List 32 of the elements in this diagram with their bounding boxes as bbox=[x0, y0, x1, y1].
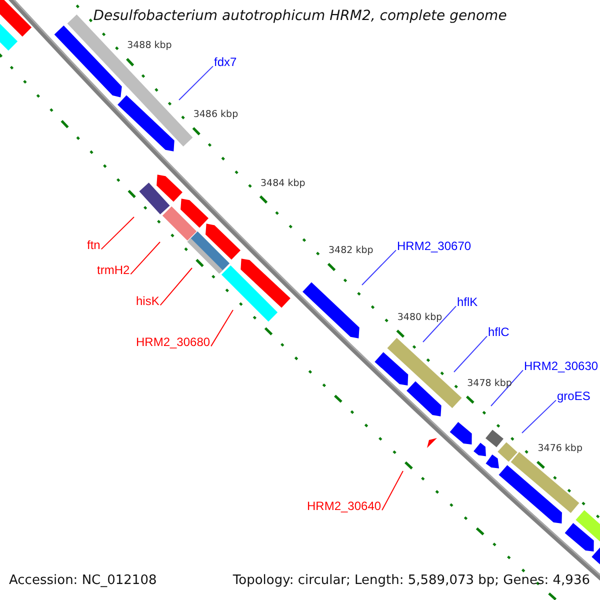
gene-label: HRM2_30630 bbox=[524, 360, 598, 374]
gene-label: trmH2 bbox=[97, 264, 130, 278]
leader-line bbox=[100, 216, 134, 250]
leader-line bbox=[178, 66, 214, 100]
title: Desulfobacterium autotrophicum HRM2, complete genome bbox=[92, 9, 508, 24]
scale-label: 3476 kbp bbox=[538, 444, 582, 454]
gene-label: hflC bbox=[488, 326, 510, 340]
scale-label: 3478 kbp bbox=[467, 378, 512, 390]
scale-label: 3484 kbp bbox=[260, 178, 306, 189]
leader-line bbox=[130, 242, 160, 275]
gene-label: HRM2_30640 bbox=[307, 500, 382, 514]
leader-line bbox=[490, 370, 524, 406]
leader-line bbox=[362, 250, 396, 286]
scale-label: 3488 kbp bbox=[127, 41, 172, 52]
scale-label: 3482 kbp bbox=[328, 246, 374, 256]
leader-line bbox=[522, 400, 556, 434]
scale-label: 3486 kbp bbox=[193, 110, 238, 121]
gene-label: ftn bbox=[87, 239, 100, 252]
leader-line bbox=[160, 268, 192, 306]
gene-label: HRM2_30670 bbox=[397, 240, 472, 254]
leader-line bbox=[210, 310, 234, 347]
leader-line bbox=[422, 306, 456, 342]
gene-label: fdx7 bbox=[214, 56, 237, 70]
info-text: Topology: circular; Length: 5,589,073 bp; Genes: 4,936 bbox=[232, 574, 590, 588]
gene-label: HRM2_30680 bbox=[136, 336, 210, 350]
info-text: Accession: NC_012108 bbox=[9, 574, 157, 588]
gene-label: groES bbox=[557, 390, 590, 404]
gene-label: hflK bbox=[457, 296, 478, 310]
gene-label: hisK bbox=[136, 295, 160, 308]
leader-line bbox=[454, 336, 488, 372]
scale-label: 3480 kbp bbox=[397, 312, 442, 324]
leader-line bbox=[382, 470, 404, 511]
